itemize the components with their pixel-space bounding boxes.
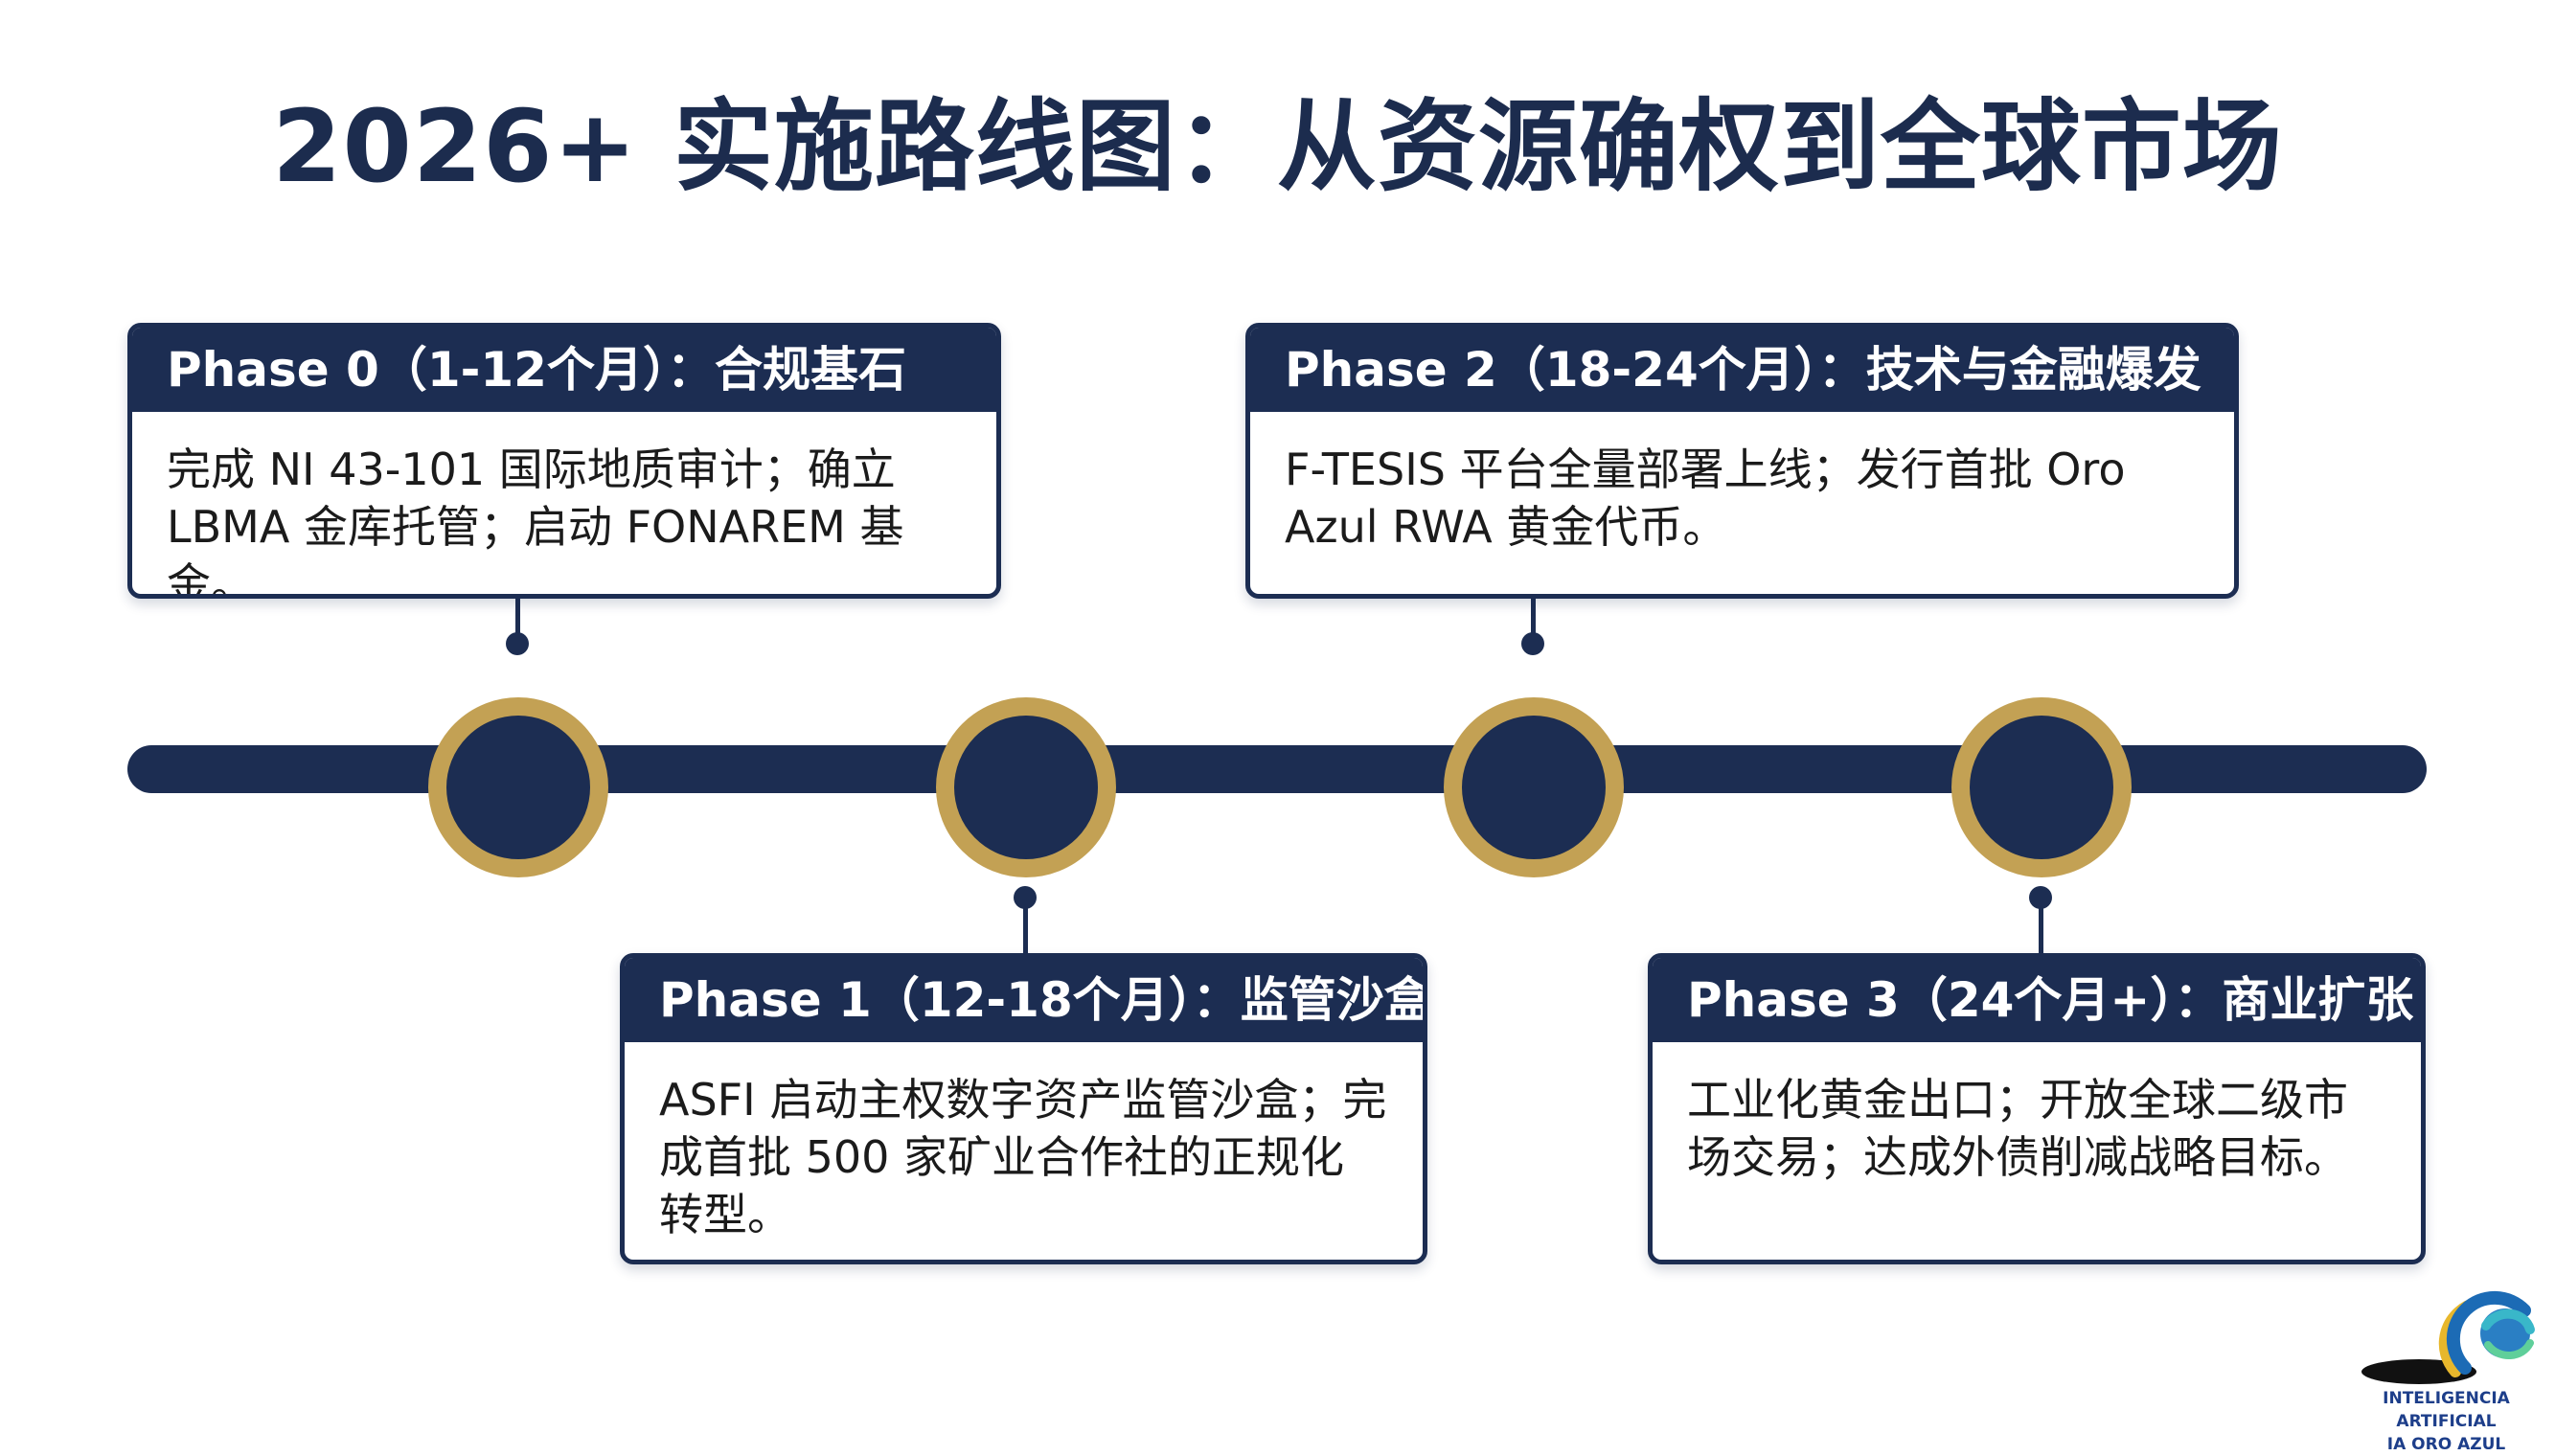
- connector-dot-phase-0: [506, 632, 529, 655]
- connector-dot-phase-2: [1521, 632, 1544, 655]
- connector-phase-1: [1023, 896, 1028, 955]
- phase-card-body: F-TESIS 平台全量部署上线；发行首批 Oro Azul RWA 黄金代币。: [1285, 444, 2126, 553]
- phase-card-body: 工业化黄金出口；开放全球二级市场交易；达成外债削减战略目标。: [1687, 1074, 2348, 1183]
- page-title: 2026+ 实施路线图：从资源确权到全球市场: [272, 88, 2283, 205]
- phase-card-header: Phase 0（1-12个月）：合规基石: [132, 328, 996, 412]
- connector-phase-2: [1531, 596, 1536, 644]
- phase-card-2: Phase 2（18-24个月）：技术与金融爆发 F-TESIS 平台全量部署上…: [1245, 323, 2239, 599]
- phase-card-body: 完成 NI 43-101 国际地质审计；确立 LBMA 金库托管；启动 FONA…: [167, 444, 904, 599]
- logo-text: INTELIGENCIA ARTIFICIAL IA ORO AZUL: [2338, 1387, 2555, 1456]
- phase-card-3: Phase 3（24个月+）：商业扩张 工业化黄金出口；开放全球二级市场交易；达…: [1648, 953, 2426, 1264]
- connector-phase-3: [2039, 896, 2043, 955]
- timeline-node-phase-1: [936, 697, 1116, 877]
- timeline-node-phase-3: [1951, 697, 2132, 877]
- timeline-node-phase-2: [1444, 697, 1624, 877]
- connector-dot-phase-3: [2029, 886, 2052, 909]
- ia-oro-azul-logo-icon: [2361, 1290, 2535, 1384]
- phase-card-header: Phase 1（12-18个月）：监管沙盒: [625, 958, 1423, 1042]
- phase-card-0: Phase 0（1-12个月）：合规基石 完成 NI 43-101 国际地质审计…: [127, 323, 1001, 599]
- logo-text-line-1: INTELIGENCIA ARTIFICIAL: [2383, 1389, 2510, 1431]
- connector-dot-phase-1: [1014, 886, 1037, 909]
- phase-card-header: Phase 3（24个月+）：商业扩张: [1653, 958, 2421, 1042]
- phase-card-body: ASFI 启动主权数字资产监管沙盒；完成首批 500 家矿业合作社的正规化转型。: [659, 1074, 1387, 1240]
- timeline-node-phase-0: [428, 697, 608, 877]
- connector-phase-0: [515, 596, 520, 644]
- phase-card-1: Phase 1（12-18个月）：监管沙盒 ASFI 启动主权数字资产监管沙盒；…: [620, 953, 1427, 1264]
- phase-card-header: Phase 2（18-24个月）：技术与金融爆发: [1250, 328, 2234, 412]
